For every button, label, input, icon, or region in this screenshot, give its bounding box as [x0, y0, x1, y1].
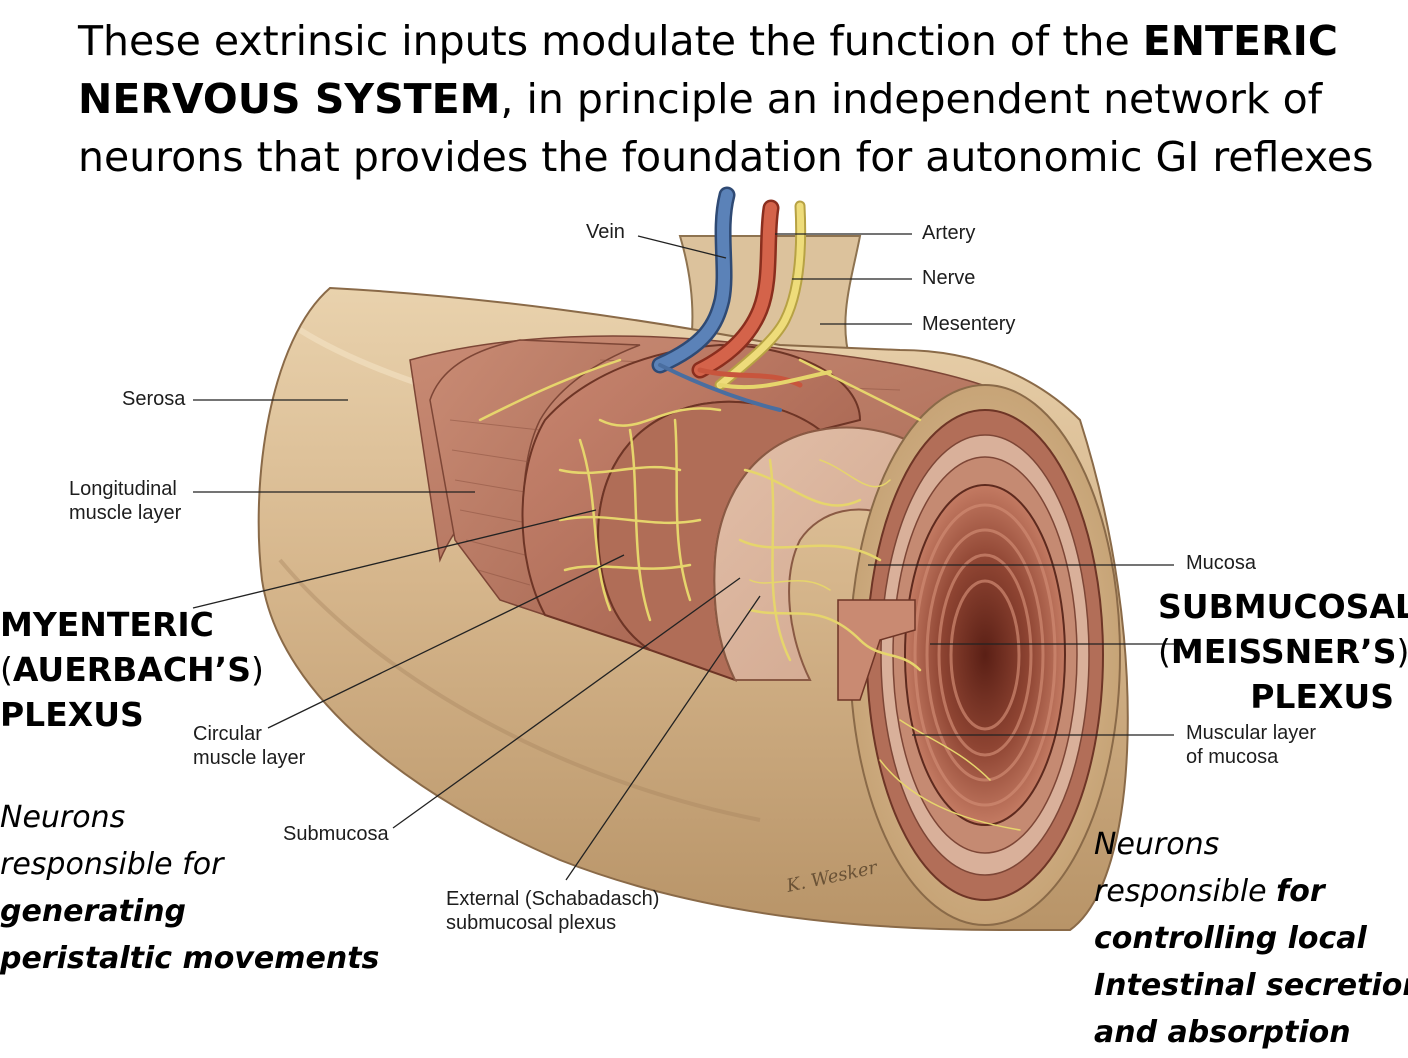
artery-vessel [694, 202, 777, 376]
title-text-1: These extrinsic inputs modulate the func… [78, 17, 1143, 65]
nerve-network [478, 358, 922, 672]
label-mesentery: Mesentery [922, 313, 1016, 335]
label-mucosa: Mucosa [1186, 552, 1257, 574]
right-neurons-note: Neurons responsible for controlling loca… [1094, 827, 1408, 1050]
label-vein: Vein [586, 221, 625, 243]
nerve-bundle [716, 202, 805, 389]
title-bold-nervous-system: NERVOUS SYSTEM [78, 75, 501, 123]
label-muscular-layer-mucosa: Muscular layer of mucosa [1186, 722, 1317, 768]
title-bold-enteric: ENTERIC [1142, 17, 1338, 65]
label-circular-muscle: Circular muscle layer [193, 723, 306, 769]
title-text-2: , in principle an independent network of [500, 75, 1323, 123]
label-serosa: Serosa [122, 388, 186, 410]
label-longitudinal-muscle: Longitudinal muscle layer [69, 478, 182, 524]
left-neurons-note: Neurons responsible for generating peris… [0, 800, 380, 976]
title-text-3: neurons that provides the foundation for… [78, 133, 1374, 181]
leader-lines [192, 233, 1174, 881]
intestinal-lumen [904, 484, 1066, 826]
myenteric-plexus-label: MYENTERIC (AUERBACH’S) PLEXUS [0, 605, 264, 734]
label-nerve: Nerve [922, 267, 976, 289]
slide-title: These extrinsic inputs modulate the func… [78, 12, 1388, 186]
label-external-submucosal-plexus: External (Schabadasch) submucosal plexus [446, 888, 660, 934]
label-artery: Artery [922, 222, 976, 244]
submucosal-plexus-label: SUBMUCOSAL (MEISSNER’S) PLEXUS [1158, 587, 1408, 716]
label-submucosa: Submucosa [283, 823, 389, 845]
vein-vessel [654, 189, 733, 371]
